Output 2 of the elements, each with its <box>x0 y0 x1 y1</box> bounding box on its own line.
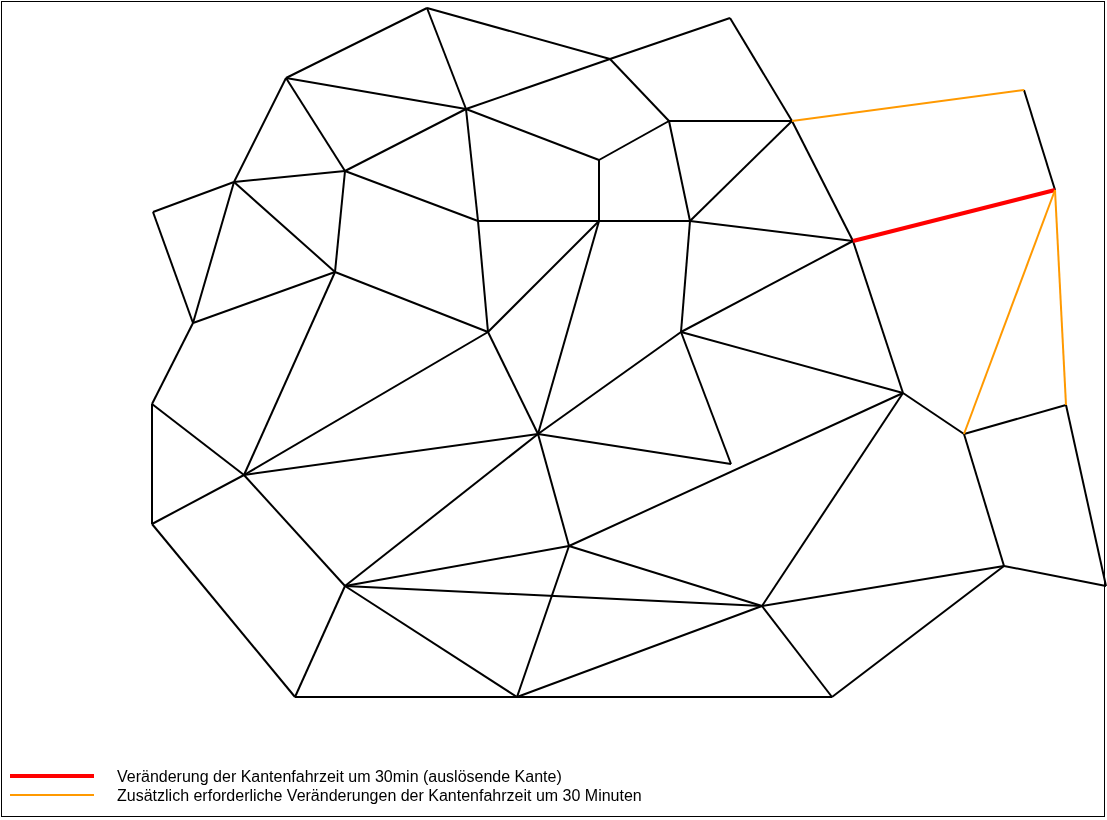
legend-text: Veränderung der Kantenfahrzeit um 30min (auslösende Kante) <box>117 768 562 786</box>
legend-text: Zusätzlich erforderliche Veränderungen der Kantenfahrzeit um 30 Minuten <box>117 787 642 805</box>
